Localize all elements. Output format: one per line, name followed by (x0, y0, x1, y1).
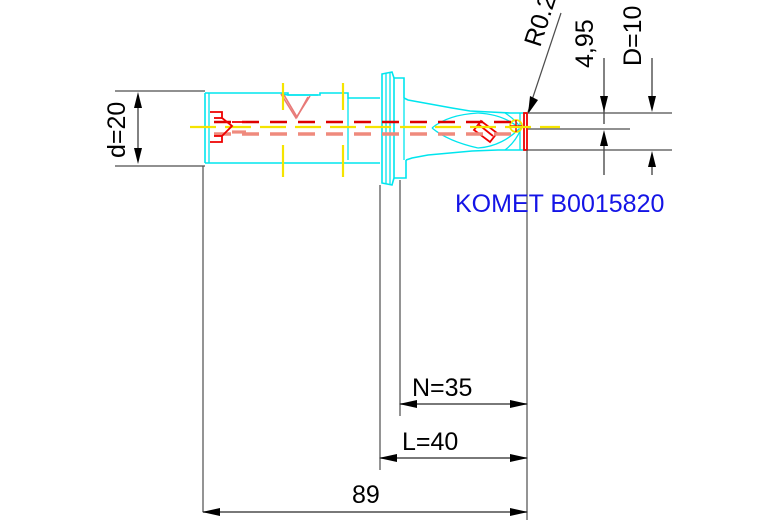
dimension-label-drill-diameter: D=10 (619, 6, 647, 66)
arrowhead-d10-bottom (648, 151, 656, 167)
arrowhead-89-left (202, 508, 220, 516)
arrowhead-l40-right (510, 454, 528, 462)
dimension-label-flute-length: L=40 (402, 428, 458, 456)
dimension-tip-corner-radius: R0.2 (519, 0, 562, 114)
arrowhead-495-bottom (600, 130, 608, 146)
arrowhead-n35-right (510, 400, 528, 408)
dimension-overall-length: 89 (202, 481, 528, 516)
centerline-group (190, 120, 560, 136)
shank-v-notch (280, 93, 318, 120)
dimension-label-shank-diameter: d=20 (103, 102, 131, 158)
dimension-usable-length: N=35 (399, 374, 528, 408)
drill-shaft-outline (403, 97, 528, 161)
flange-outline (381, 71, 407, 186)
arrowhead-leader (528, 96, 538, 114)
arrowhead-up (134, 92, 142, 108)
arrowhead-495-top (600, 96, 608, 112)
dimension-label-tip-corner-radius: R0.2 (519, 0, 562, 50)
dimension-label-usable-length: N=35 (412, 374, 472, 402)
dimension-shank-diameter: d=20 (103, 90, 205, 167)
part-number-label: KOMET B0015820 (455, 190, 664, 218)
dimension-flute-length: L=40 (379, 428, 528, 462)
arrowhead-down (134, 148, 142, 164)
insert-pocket (472, 119, 499, 144)
dimension-drill-diameter: D=10 (619, 6, 656, 175)
coolant-inlet-cone (210, 111, 246, 143)
shank-center-marks (281, 83, 345, 177)
arrowhead-89-right (510, 508, 528, 516)
dimension-label-cutting-edge-height: 4,95 (571, 19, 599, 68)
dimension-label-overall-length: 89 (352, 481, 380, 509)
dimension-cutting-edge-height: 4,95 (528, 19, 672, 175)
arrowhead-l40-left (379, 454, 397, 462)
tool-body-group (204, 71, 528, 186)
arrowhead-d10-top (648, 96, 656, 112)
arrowhead-n35-left (399, 400, 417, 408)
